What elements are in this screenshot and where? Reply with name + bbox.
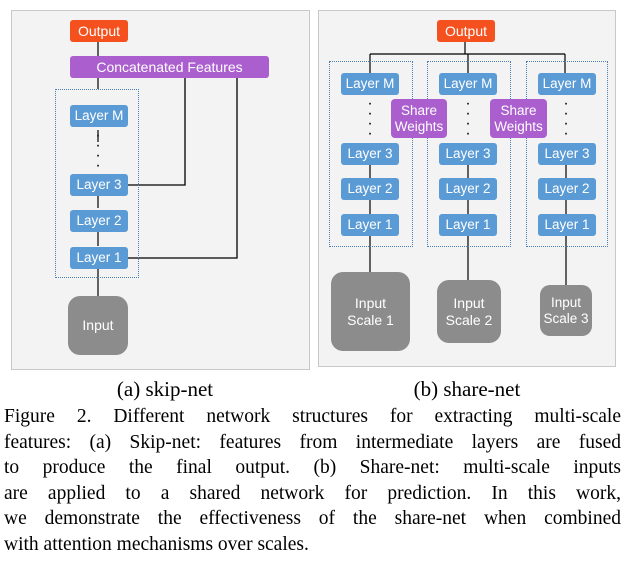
share-col2-vertical-ellipsis: ···· <box>465 95 471 142</box>
caption-line-5: we demonstrate the effectiveness of the … <box>4 508 621 529</box>
share-col1-vertical-ellipsis: ···· <box>367 95 373 142</box>
share-col3-layer-2: Layer 2 <box>538 178 596 200</box>
caption-line-4: are applied to a shared network for pred… <box>4 482 621 504</box>
share-input-1-line2: Scale 1 <box>347 311 394 328</box>
caption-line-1: Figure 2. Different network structures f… <box>4 406 621 427</box>
share-col1-layer-2: Layer 2 <box>341 178 399 200</box>
share-input-3-line2: Scale 3 <box>543 310 589 326</box>
share-weights-2-line2: Weights <box>494 118 543 134</box>
share-net-label: (b) share-net <box>413 377 521 401</box>
share-weights-1-line1: Share <box>400 102 438 118</box>
share-input-3-line1: Input <box>550 294 582 310</box>
share-input-scale-3: Input Scale 3 <box>540 285 592 336</box>
share-col1-layer-1: Layer 1 <box>341 214 399 236</box>
share-column-1-group <box>329 61 413 247</box>
share-input-1-line1: Input <box>354 295 387 312</box>
skip-vertical-ellipsis: ···· <box>95 127 101 174</box>
share-col3-layer-m: Layer M <box>538 73 596 95</box>
skip-layer-group <box>55 89 139 278</box>
share-col3-layer-1: Layer 1 <box>538 214 596 236</box>
skip-layer-3: Layer 3 <box>70 174 128 196</box>
share-weights-node-1: Share Weights <box>391 99 447 138</box>
share-weights-node-2: Share Weights <box>490 99 547 138</box>
share-output-node: Output <box>437 20 495 42</box>
skip-layer-1: Layer 1 <box>70 247 128 269</box>
skip-layer-2: Layer 2 <box>70 210 128 232</box>
share-col3-vertical-ellipsis: ···· <box>563 95 569 142</box>
share-column-3-group <box>526 61 608 247</box>
share-col1-layer-3: Layer 3 <box>341 143 399 165</box>
share-col1-layer-m: Layer M <box>341 73 399 95</box>
share-input-scale-1: Input Scale 1 <box>331 272 410 351</box>
figure-caption: Figure 2. Different network structures f… <box>4 404 621 557</box>
share-col2-layer-1: Layer 1 <box>439 214 497 236</box>
skip-net-label: (a) skip-net <box>116 377 214 401</box>
share-weights-2-line1: Share <box>500 102 537 118</box>
caption-line-6: with attention mechanisms over scales. <box>4 533 309 555</box>
share-col2-layer-2: Layer 2 <box>439 178 497 200</box>
share-weights-1-line2: Weights <box>394 118 444 134</box>
share-column-2-group <box>427 61 511 247</box>
share-col3-layer-3: Layer 3 <box>538 143 596 165</box>
share-input-2-line2: Scale 2 <box>445 311 493 328</box>
skip-concat-features-node: Concatenated Features <box>70 56 269 78</box>
share-col2-layer-3: Layer 3 <box>439 143 497 165</box>
share-input-scale-2: Input Scale 2 <box>437 280 501 343</box>
caption-line-2: features: (a) Skip-net: features from in… <box>4 431 621 453</box>
skip-output-node: Output <box>70 20 128 42</box>
share-input-2-line1: Input <box>453 295 485 312</box>
skip-layer-m: Layer M <box>70 105 128 127</box>
share-col2-layer-m: Layer M <box>439 73 497 95</box>
skip-input-node: Input <box>68 296 128 355</box>
caption-line-3: to produce the final output. (b) Share-n… <box>4 457 621 478</box>
